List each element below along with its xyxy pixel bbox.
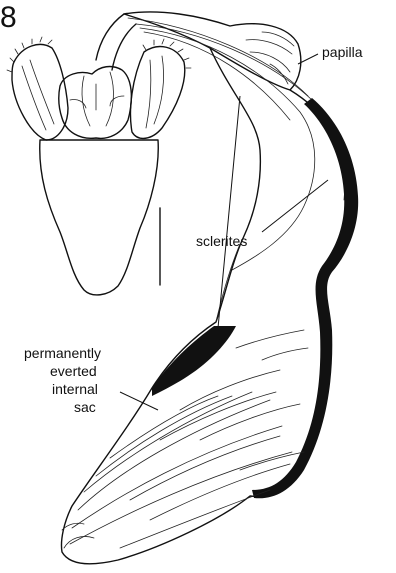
right-paramere (131, 47, 185, 139)
genital-capsule (7, 14, 191, 295)
label-papilla-group: papilla (298, 44, 363, 64)
label-sac-line4: sac (74, 399, 96, 415)
everted-sac (61, 12, 358, 564)
median-lobe (59, 67, 132, 139)
sclerites-leader-1 (218, 96, 240, 328)
label-sac-group: permanently everted internal sac (24, 345, 158, 415)
sclerite-band-right (252, 98, 358, 498)
label-sac-line3: internal (52, 381, 98, 397)
sclerites-leader-2 (262, 180, 328, 232)
figure-number: 8 (0, 1, 17, 34)
label-sclerites: sclerites (196, 233, 247, 249)
label-papilla: papilla (322, 44, 363, 60)
sclerite-blade-left (152, 326, 236, 396)
capsule-base (40, 140, 159, 295)
label-sclerites-group: sclerites (196, 96, 328, 328)
label-sac-line1: permanently (24, 345, 101, 361)
label-sac-line2: everted (50, 363, 97, 379)
